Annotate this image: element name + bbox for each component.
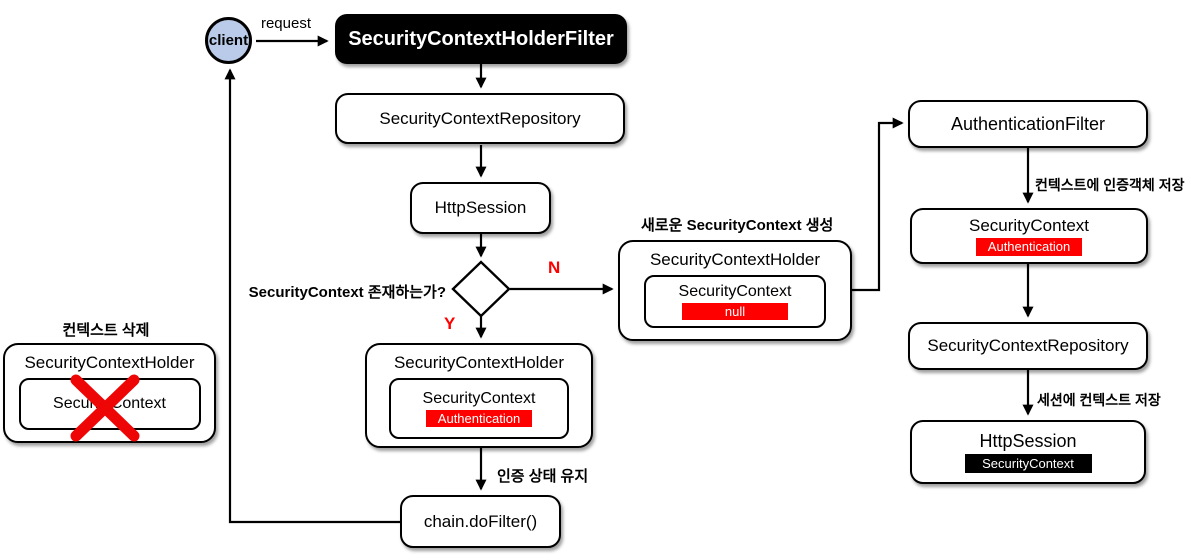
node-authentication-filter: AuthenticationFilter bbox=[908, 100, 1148, 148]
http-session-title: HttpSession bbox=[979, 430, 1077, 451]
node-chain-do-filter: chain.doFilter() bbox=[400, 495, 561, 548]
decision-question-label: SecurityContext 존재하는가? bbox=[248, 284, 446, 301]
session-context-badge: SecurityContext bbox=[964, 453, 1092, 474]
delete-x-icon bbox=[70, 374, 140, 442]
group-auth-security-context: SecurityContextHolder SecurityContext Au… bbox=[365, 343, 593, 448]
null-badge: null bbox=[682, 302, 788, 321]
arrow-new-context-to-authfilter bbox=[852, 117, 904, 292]
clear-context-holder-title: SecurityContextHolder bbox=[24, 353, 195, 372]
branch-no-label: N bbox=[548, 258, 561, 277]
new-context-holder-title: SecurityContextHolder bbox=[649, 250, 821, 269]
group-new-security-context: SecurityContextHolder SecurityContext nu… bbox=[618, 240, 852, 341]
keep-auth-caption: 인증 상태 유지 bbox=[497, 468, 589, 485]
auth-context-inner-title: SecurityContext bbox=[422, 389, 536, 407]
node-http-session-2: HttpSession SecurityContext bbox=[910, 420, 1146, 484]
authentication-badge: Authentication bbox=[426, 409, 532, 428]
store-auth-caption: 컨텍스트에 인증객체 저장 bbox=[1035, 177, 1185, 193]
new-context-inner-node: SecurityContext null bbox=[644, 274, 826, 328]
client-node: client bbox=[205, 17, 252, 64]
arrow-chain-to-client bbox=[224, 68, 400, 524]
node-security-context-repository-2: SecurityContextRepository bbox=[908, 322, 1148, 370]
group-clear-security-context: SecurityContextHolder SecurityContext bbox=[3, 343, 216, 443]
branch-yes-label: Y bbox=[444, 314, 456, 333]
security-context-title: SecurityContext bbox=[969, 216, 1089, 236]
new-context-caption: 새로운 SecurityContext 생성 bbox=[641, 217, 834, 234]
authentication-badge-2: Authentication bbox=[976, 238, 1082, 256]
clear-context-caption: 컨텍스트 삭제 bbox=[62, 322, 150, 339]
store-session-caption: 세션에 컨텍스트 저장 bbox=[1037, 392, 1161, 408]
request-label: request bbox=[260, 15, 312, 32]
node-security-context: SecurityContext Authentication bbox=[910, 208, 1148, 264]
node-security-context-holder-filter: SecurityContextHolderFilter bbox=[335, 14, 627, 64]
decision-diamond bbox=[451, 260, 511, 318]
node-http-session: HttpSession bbox=[410, 182, 551, 234]
auth-context-holder-title: SecurityContextHolder bbox=[393, 353, 565, 372]
node-security-context-repository: SecurityContextRepository bbox=[335, 93, 625, 144]
new-context-inner-title: SecurityContext bbox=[678, 282, 792, 300]
clear-context-inner-node: SecurityContext bbox=[18, 377, 201, 430]
auth-context-inner-node: SecurityContext Authentication bbox=[389, 377, 569, 439]
